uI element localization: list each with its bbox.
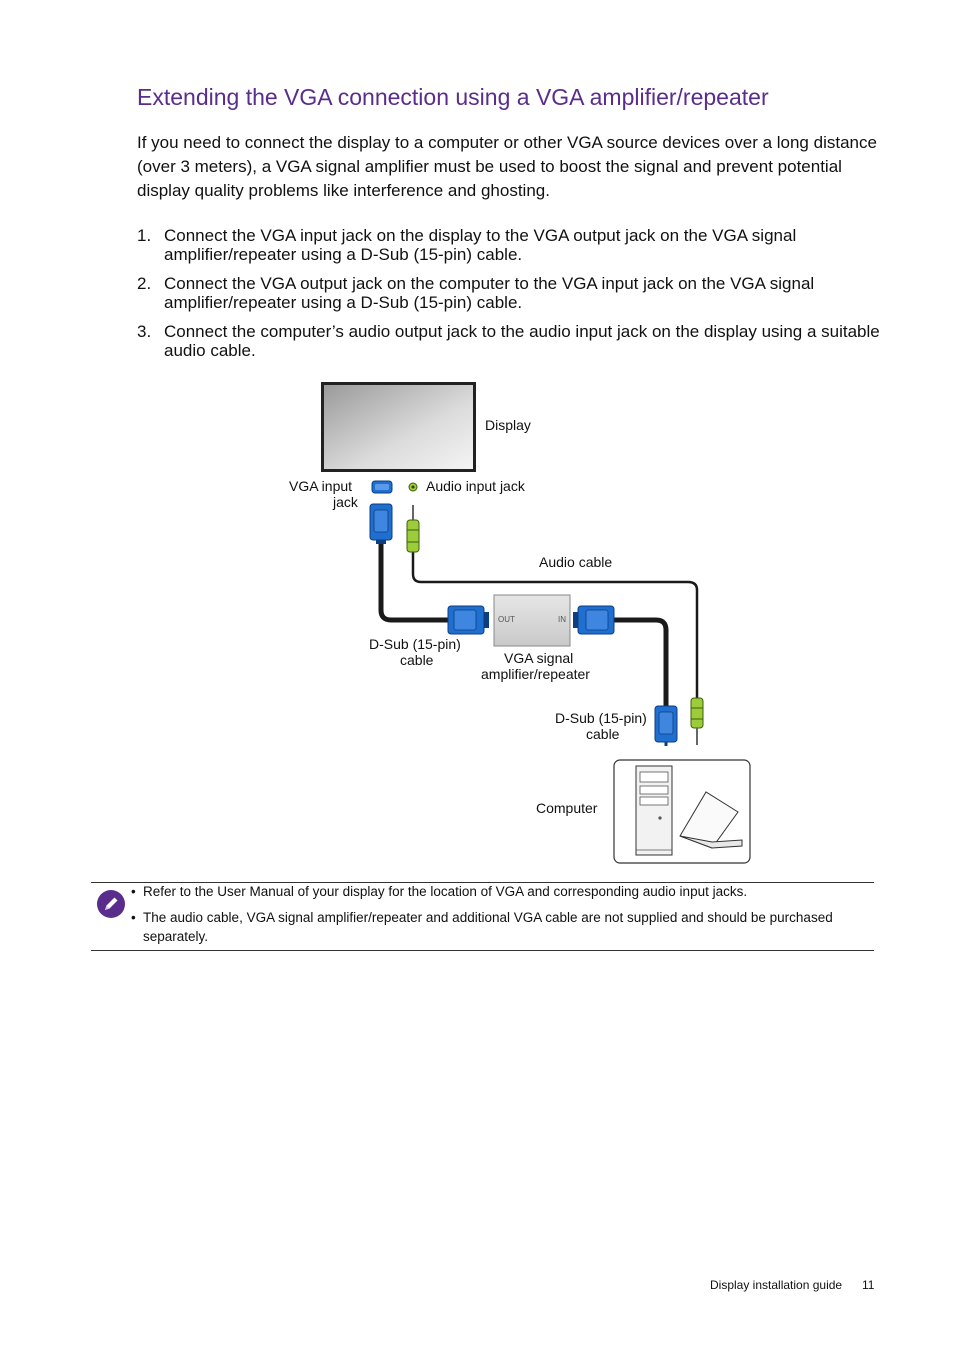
bullet: • bbox=[131, 884, 136, 899]
display-label: Display bbox=[485, 417, 531, 433]
note-text: Refer to the User Manual of your display… bbox=[143, 884, 748, 899]
vga-port-icon bbox=[371, 480, 393, 494]
step-text: Connect the VGA input jack on the displa… bbox=[164, 226, 797, 264]
step-number: 3. bbox=[137, 322, 152, 341]
computer-label: Computer bbox=[536, 800, 598, 816]
vga-amplifier-box bbox=[493, 594, 571, 647]
amplifier-label-2: amplifier/repeater bbox=[481, 666, 590, 682]
step-text: Connect the VGA output jack on the compu… bbox=[164, 274, 815, 312]
amplifier-label: VGA signal bbox=[504, 650, 574, 666]
connection-diagram: Display VGA input jack Audio input jack … bbox=[289, 382, 751, 864]
step-number: 1. bbox=[137, 226, 152, 245]
dsub-cable-left-label-2: cable bbox=[400, 652, 434, 668]
computer-illustration bbox=[613, 759, 751, 864]
audio-port-icon bbox=[408, 482, 418, 492]
page-title: Extending the VGA connection using a VGA… bbox=[137, 84, 769, 110]
dsub-cable-left-label: D-Sub (15-pin) bbox=[369, 636, 461, 652]
vga-connector-icon bbox=[369, 503, 393, 544]
note-item: • The audio cable, VGA signal amplifier/r… bbox=[131, 908, 871, 946]
audio-cable-label: Audio cable bbox=[539, 554, 613, 570]
vga-input-label: VGA input bbox=[289, 478, 353, 494]
laptop-icon bbox=[679, 791, 743, 849]
step-item: 2. Connect the VGA output jack on the com… bbox=[137, 274, 882, 312]
connection-diagram-graphic bbox=[321, 382, 751, 864]
step-item: 3. Connect the computer’s audio output ja… bbox=[137, 322, 882, 360]
step-item: 1. Connect the VGA input jack on the disp… bbox=[137, 226, 882, 264]
vga-connector-icon bbox=[654, 705, 678, 746]
dsub-cable-right-label-2: cable bbox=[586, 726, 620, 742]
page-number: 11 bbox=[862, 1278, 875, 1292]
vga-connector-icon bbox=[573, 605, 615, 635]
amp-out-label: OUT bbox=[498, 615, 515, 624]
audio-cable bbox=[411, 552, 699, 700]
note-item: • Refer to the User Manual of your displa… bbox=[131, 882, 871, 901]
step-text: Connect the computer’s audio output jack… bbox=[164, 322, 880, 360]
audio-plug-icon bbox=[406, 505, 420, 553]
display-monitor bbox=[321, 382, 476, 472]
step-list: 1. Connect the VGA input jack on the disp… bbox=[137, 226, 882, 370]
vga-connector-icon bbox=[447, 605, 489, 635]
intro-paragraph: If you need to connect the display to a … bbox=[137, 133, 877, 200]
amp-in-label: IN bbox=[558, 615, 566, 624]
note-box: • Refer to the User Manual of your displa… bbox=[91, 882, 874, 951]
vga-cable-left bbox=[378, 542, 450, 623]
vga-cable-right bbox=[612, 617, 669, 706]
step-number: 2. bbox=[137, 274, 152, 293]
vga-input-label-2: jack bbox=[333, 494, 358, 510]
bullet: • bbox=[131, 910, 136, 925]
note-list: • Refer to the User Manual of your displa… bbox=[131, 883, 871, 946]
dsub-cable-right-label: D-Sub (15-pin) bbox=[555, 710, 647, 726]
note-text: The audio cable, VGA signal amplifier/re… bbox=[143, 910, 833, 944]
audio-plug-icon bbox=[690, 697, 704, 745]
pencil-note-icon bbox=[97, 890, 125, 918]
footer-section: Display installation guide bbox=[710, 1278, 843, 1292]
tower-pc-icon bbox=[635, 765, 673, 856]
audio-input-label: Audio input jack bbox=[426, 478, 525, 494]
